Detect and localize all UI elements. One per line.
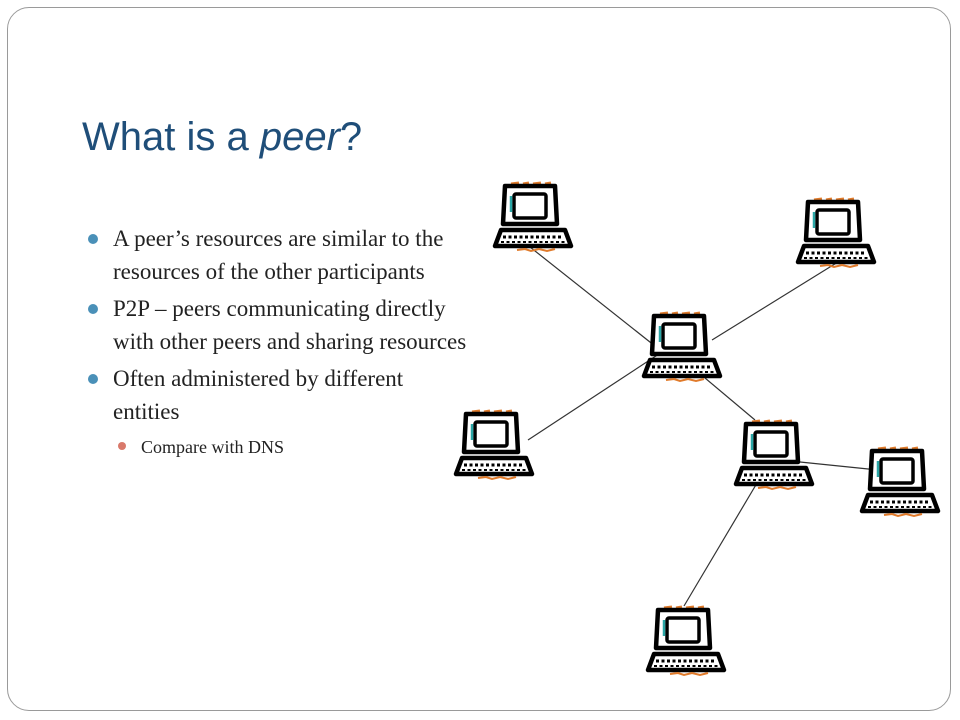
peer-computer-icon [495,183,571,251]
link-left-to-center [527,349,666,441]
peer-computer-icon [648,607,724,675]
peer-computer-icon [456,411,532,479]
link-top-left-to-center [529,246,661,351]
title-text: What is a [82,115,260,159]
peer-computer-icon [798,199,874,267]
network-links [527,246,879,607]
bullet-list: A peer’s resources are similar to the re… [88,222,468,462]
slide-frame [7,7,951,711]
link-top-right-to-center [711,261,839,341]
title-question-mark: ? [339,115,363,159]
sub-bullet-compare-dns: Compare with DNS [88,432,468,462]
link-lower-to-right [799,461,879,471]
peer-computer-icon [736,421,812,489]
slide-title: What is a peer? [82,115,362,160]
bullet-administered: Often administered by different entities [88,362,468,428]
peer-computer-icon [644,313,720,381]
title-emphasis: peer [259,115,340,159]
link-lower-to-bottom [683,477,761,607]
bullet-resources-similar: A peer’s resources are similar to the re… [88,222,468,288]
peer-computer-icon [862,448,938,516]
link-center-to-lower [704,377,756,421]
bullet-p2p-definition: P2P – peers communicating directly with … [88,292,468,358]
